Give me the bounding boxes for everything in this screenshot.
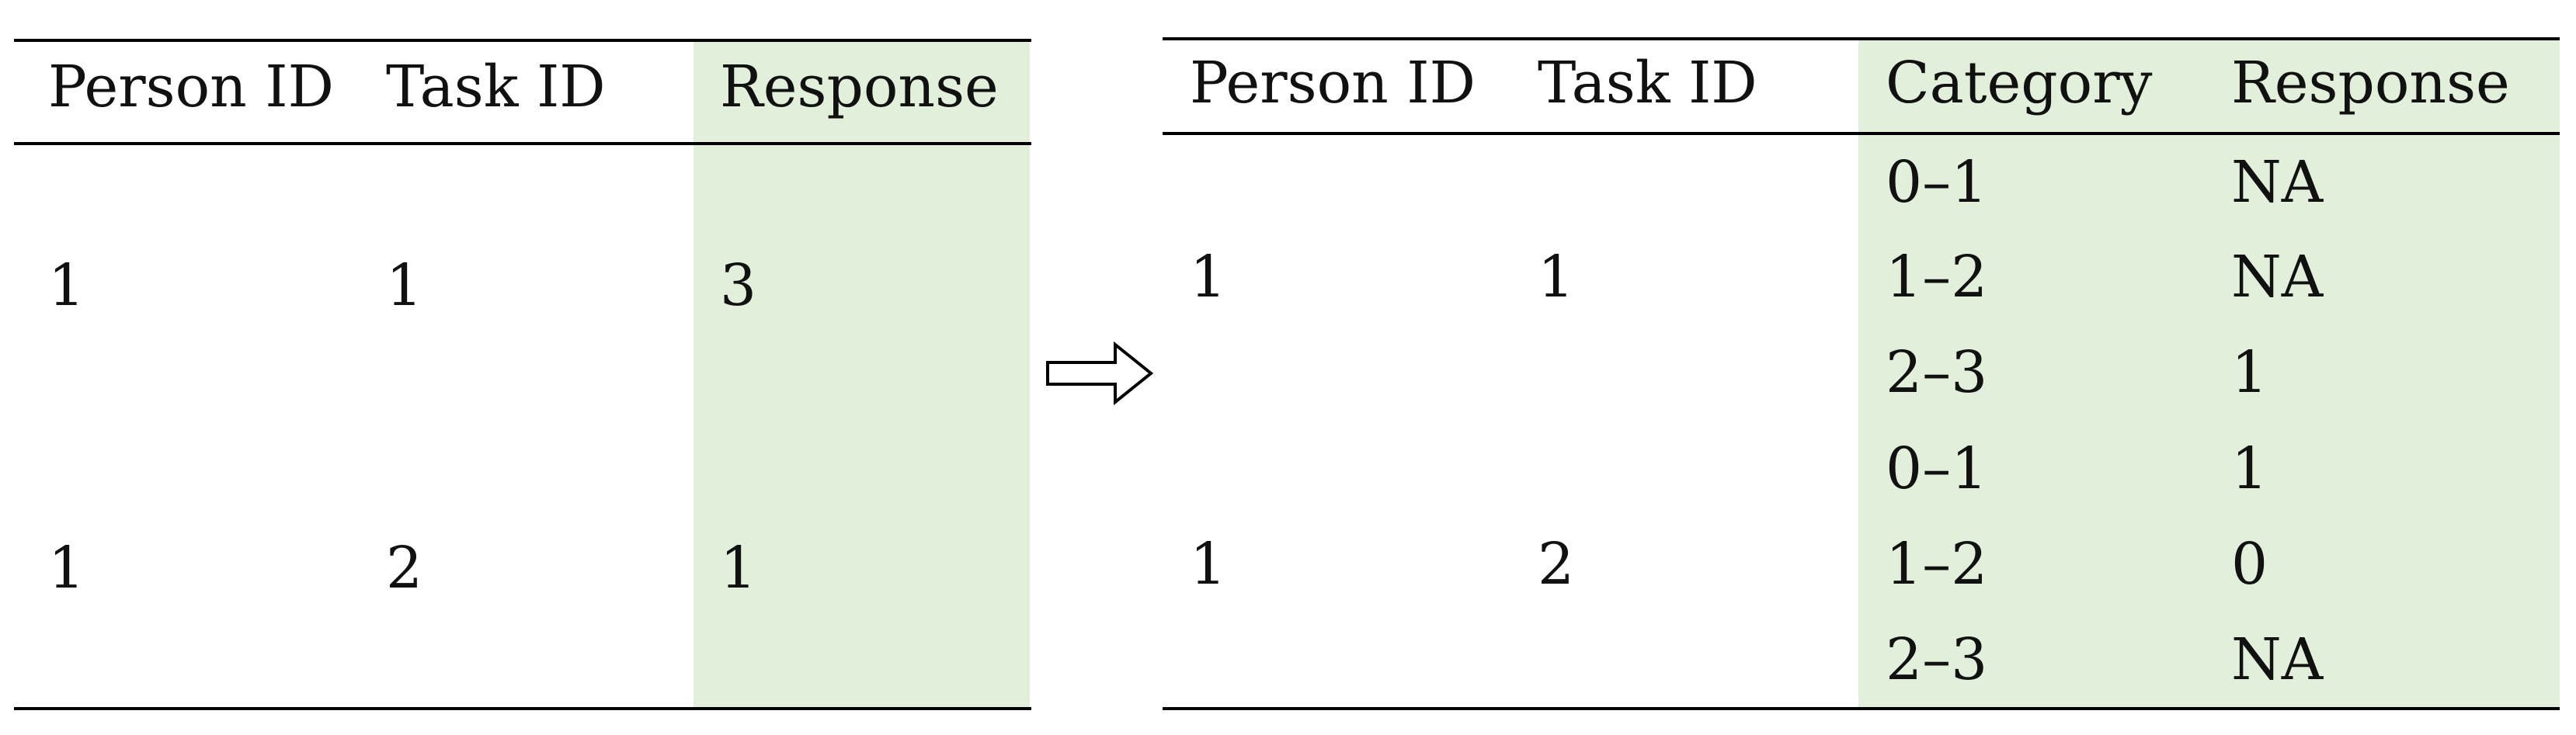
left-row-2-response: 1 bbox=[720, 535, 757, 602]
left-header-response: Response bbox=[720, 54, 999, 120]
left-row-2-person-id: 1 bbox=[48, 535, 85, 602]
right-header-category: Category bbox=[1886, 50, 2153, 116]
right-group-1-row-3-category: 2–3 bbox=[1886, 339, 1988, 406]
right-header-response: Response bbox=[2231, 50, 2510, 116]
left-bottom-rule bbox=[14, 707, 1031, 710]
right-top-rule bbox=[1163, 37, 2560, 40]
right-group-1-row-2-category: 1–2 bbox=[1886, 244, 1988, 310]
left-row-1-task-id: 1 bbox=[386, 252, 423, 319]
right-group-2-row-1-category: 0–1 bbox=[1886, 435, 1988, 502]
right-group-2-task-id: 2 bbox=[1538, 531, 1575, 598]
right-group-1-person-id: 1 bbox=[1190, 244, 1227, 310]
right-category-response-highlight bbox=[1858, 39, 2560, 709]
right-header-rule bbox=[1163, 132, 2560, 135]
right-group-2-person-id: 1 bbox=[1190, 531, 1227, 598]
right-group-2-row-2-category: 1–2 bbox=[1886, 531, 1988, 598]
right-bottom-rule bbox=[1163, 707, 2560, 710]
right-group-1-task-id: 1 bbox=[1538, 244, 1575, 310]
right-group-2-row-3-category: 2–3 bbox=[1886, 626, 1988, 693]
left-row-1-person-id: 1 bbox=[48, 252, 85, 319]
right-header-task-id: Task ID bbox=[1538, 50, 1757, 116]
right-header-person-id: Person ID bbox=[1190, 50, 1476, 116]
left-table: Person ID Task ID Response 1 1 3 1 2 1 bbox=[0, 0, 1041, 735]
left-row-2-task-id: 2 bbox=[386, 535, 423, 602]
right-group-1-row-2-response: NA bbox=[2231, 244, 2324, 310]
left-response-highlight bbox=[694, 40, 1030, 709]
right-group-1-row-1-category: 0–1 bbox=[1886, 149, 1988, 216]
right-group-1-row-3-response: 1 bbox=[2231, 339, 2268, 406]
left-header-rule bbox=[14, 142, 1031, 145]
right-group-2-row-1-response: 1 bbox=[2231, 435, 2268, 502]
left-header-person-id: Person ID bbox=[48, 54, 334, 120]
right-group-2-row-2-response: 0 bbox=[2231, 531, 2268, 598]
right-group-2-row-3-response: NA bbox=[2231, 626, 2324, 693]
right-group-1-row-1-response: NA bbox=[2231, 149, 2324, 216]
left-row-1-response: 3 bbox=[720, 252, 757, 319]
left-header-task-id: Task ID bbox=[386, 54, 606, 120]
right-arrow-icon bbox=[1046, 341, 1154, 405]
left-top-rule bbox=[14, 39, 1031, 42]
